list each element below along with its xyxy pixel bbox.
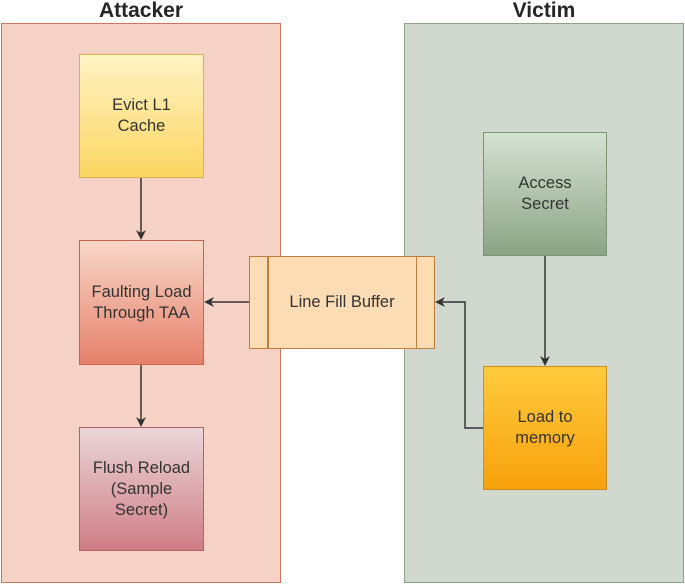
victim-lane-title: Victim (512, 0, 576, 22)
faulting-load-node[interactable]: Faulting Load Through TAA (79, 240, 204, 365)
flush-reload-label: Flush Reload (Sample Secret) (92, 458, 191, 519)
load-to-memory-label: Load to memory (515, 408, 575, 447)
line-fill-buffer-node[interactable]: Line Fill Buffer (249, 256, 435, 349)
victim-lane (404, 23, 684, 583)
lfb-left-divider (267, 257, 269, 348)
lfb-right-divider (415, 257, 417, 348)
flush-reload-node[interactable]: Flush Reload (Sample Secret) (79, 427, 204, 551)
load-to-memory-node[interactable]: Load to memory (483, 366, 607, 490)
access-secret-label: Access Secret (518, 174, 572, 213)
line-fill-buffer-label: Line Fill Buffer (289, 293, 395, 311)
attacker-lane-title: Attacker (98, 0, 184, 22)
evict-l1-cache-node[interactable]: Evict L1 Cache (79, 54, 204, 178)
faulting-load-label: Faulting Load Through TAA (91, 282, 192, 322)
evict-l1-cache-label: Evict L1 Cache (112, 96, 171, 135)
access-secret-node[interactable]: Access Secret (483, 132, 607, 256)
